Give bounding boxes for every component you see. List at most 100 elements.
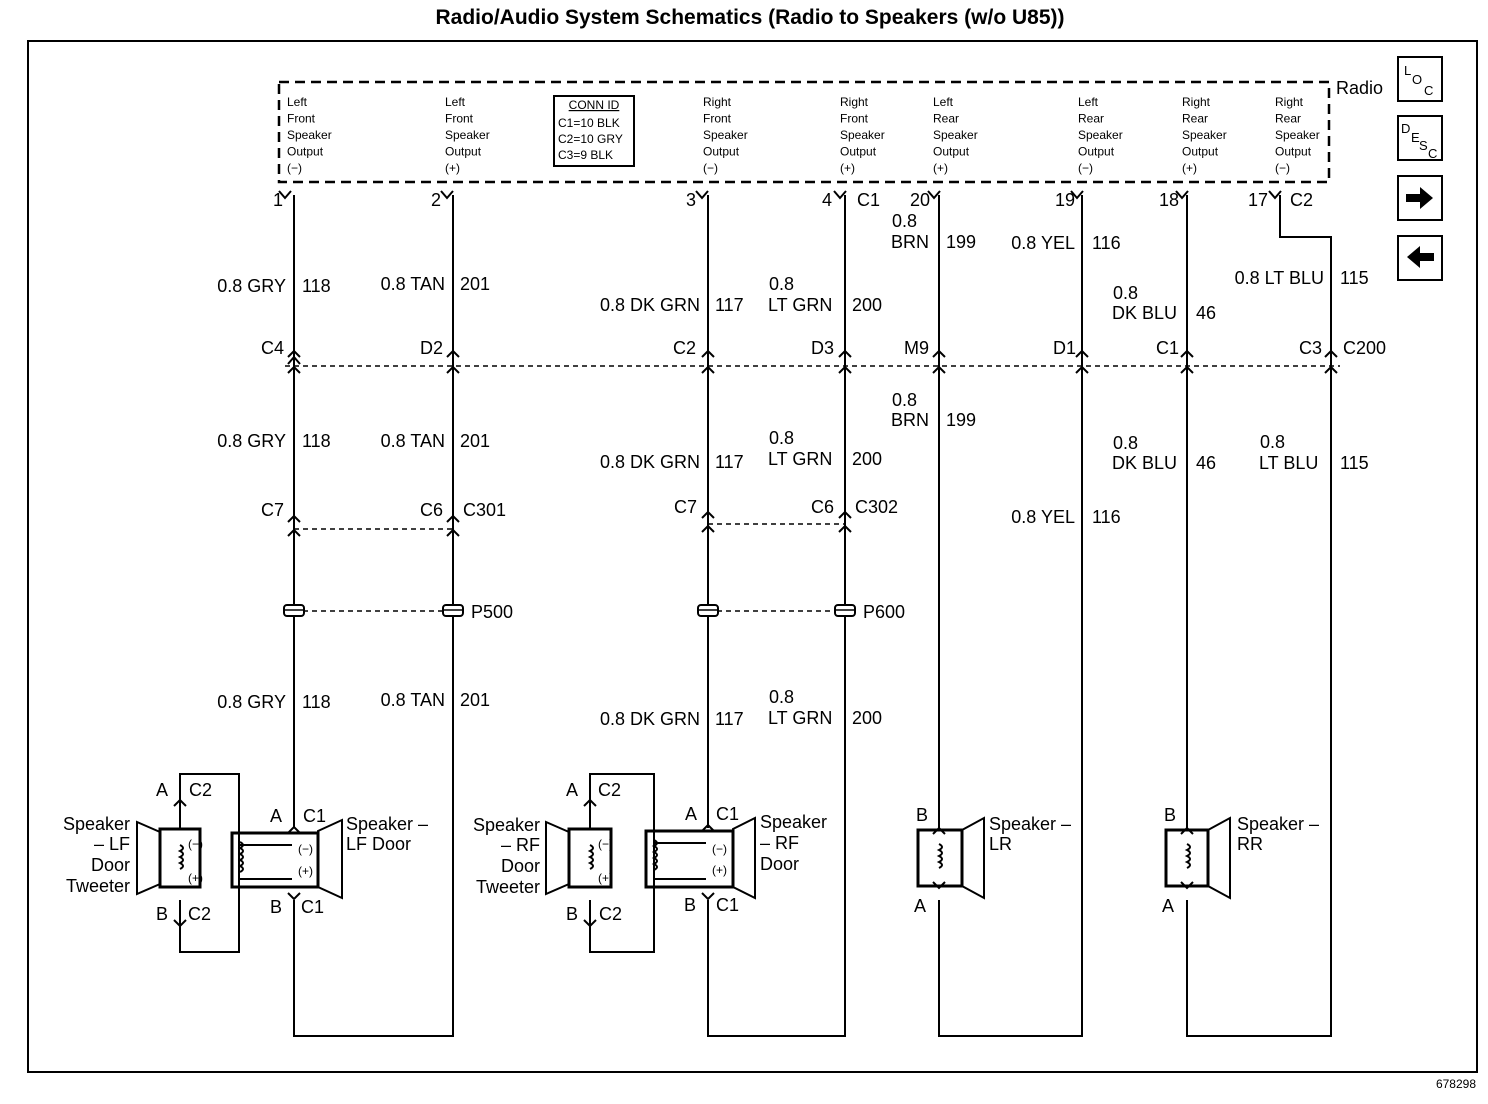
terminal-label: A — [685, 804, 697, 824]
speaker-label: Speaker — [473, 815, 540, 835]
splice-label: P500 — [471, 602, 513, 622]
radio-pin-number: 1 — [273, 190, 283, 210]
circuit-number: 201 — [460, 274, 490, 294]
speaker-lf-tweeter: A C2 B C2 (−) (+) Speaker – LF Door Twee… — [63, 773, 240, 953]
connector-pin: C1 — [1156, 338, 1179, 358]
polarity-minus: (−) — [188, 837, 203, 851]
polarity-minus: (−) — [298, 842, 313, 856]
terminal-label: A — [1162, 896, 1174, 916]
connector-name: C200 — [1343, 338, 1386, 358]
speaker-rf-tweeter: A C2 B C2 (−) (+) Speaker – RF Door Twee… — [473, 773, 655, 953]
terminal-label: A — [914, 896, 926, 916]
speaker-label: Speaker – — [346, 814, 428, 834]
speaker-rr: B A Speaker – RR — [1162, 805, 1319, 916]
radio-pin-number: 3 — [686, 190, 696, 210]
radio-output-label: (+) — [933, 161, 948, 175]
description-icon[interactable]: D E S C — [1397, 115, 1443, 161]
wire-color-label: 0.8 GRY — [217, 276, 286, 296]
speaker-rf-door: A C1 B C1 (−) (+) Speaker – RF Door — [644, 804, 827, 915]
speaker-label: RR — [1237, 834, 1263, 854]
radio-output-label: Speaker — [1182, 128, 1227, 142]
radio-output-label: (+) — [445, 161, 460, 175]
connector-label: C2 — [598, 780, 621, 800]
wire-color-label: LT GRN — [768, 708, 832, 728]
wire-gauge: 0.8 — [769, 428, 794, 448]
radio-output-label: (−) — [1078, 161, 1093, 175]
terminal-label: B — [916, 805, 928, 825]
wire-color-label: 0.8 LT BLU — [1235, 268, 1324, 288]
figure-id: 678298 — [1436, 1077, 1476, 1091]
wire-color-label: 0.8 YEL — [1011, 233, 1075, 253]
radio-output-label: Speaker — [840, 128, 885, 142]
polarity-plus: (+) — [298, 864, 313, 878]
connector-label: C1 — [716, 895, 739, 915]
terminal-label: B — [566, 904, 578, 924]
wire-color-label: BRN — [891, 410, 929, 430]
connector-name: C301 — [463, 500, 506, 520]
connector-pin: C3 — [1299, 338, 1322, 358]
circuit-number: 46 — [1196, 303, 1216, 323]
radio-output-label: Left — [933, 95, 954, 109]
speaker-label: Speaker — [760, 812, 827, 832]
terminal-label: A — [270, 806, 282, 826]
wire-labels-middle: 0.8 GRY 118 0.8 TAN 201 0.8 DK GRN 117 0… — [217, 390, 1368, 527]
splice-p600: P600 — [697, 602, 905, 622]
connector-pin: C2 — [673, 338, 696, 358]
radio-pin-forks — [278, 190, 1282, 199]
wire-color-label: DK BLU — [1112, 453, 1177, 473]
polarity-plus: (+) — [188, 871, 203, 885]
wire-gauge: 0.8 — [892, 211, 917, 231]
radio-connector-c2: C2 — [1290, 190, 1313, 210]
radio-output-label: Front — [703, 112, 732, 126]
radio-output-label: Front — [840, 112, 869, 126]
radio-component: Radio CONN ID C1=10 BLK C2=10 GRY C3=9 B… — [273, 78, 1383, 210]
wire-color-label: 0.8 DK GRN — [600, 295, 700, 315]
radio-output-label: (+) — [840, 161, 855, 175]
connector-pin: D1 — [1053, 338, 1076, 358]
radio-output-label: Speaker — [703, 128, 748, 142]
radio-output-label: Right — [1275, 95, 1304, 109]
speaker-label: LF Door — [346, 834, 411, 854]
circuit-number: 201 — [460, 431, 490, 451]
wire-color-label: 0.8 TAN — [381, 690, 445, 710]
wire-color-label: LT BLU — [1259, 453, 1318, 473]
circuit-number: 118 — [302, 692, 331, 712]
radio-output-label: Output — [703, 145, 740, 159]
speaker-label: Tweeter — [66, 876, 130, 896]
radio-output-label: Right — [703, 95, 732, 109]
radio-output-label: Front — [445, 112, 474, 126]
radio-output-label: Speaker — [1275, 128, 1320, 142]
radio-pin-number: 20 — [910, 190, 930, 210]
nav-icons: L O C D E S C — [1397, 56, 1443, 281]
radio-output-label: Right — [1182, 95, 1211, 109]
terminal-label: B — [156, 904, 168, 924]
circuit-number: 115 — [1340, 268, 1369, 288]
svg-text:D: D — [1401, 121, 1410, 136]
conn-id-row: C1=10 BLK — [558, 116, 620, 130]
radio-output-label: Rear — [1182, 112, 1208, 126]
radio-output-label: Output — [1182, 145, 1219, 159]
polarity-plus: (+) — [598, 871, 613, 885]
previous-arrow-icon[interactable] — [1397, 235, 1443, 281]
circuit-number: 118 — [302, 431, 331, 451]
radio-output-label: Right — [840, 95, 869, 109]
polarity-plus: (+) — [712, 863, 727, 877]
next-arrow-icon[interactable] — [1397, 175, 1443, 221]
wire-color-label: DK BLU — [1112, 303, 1177, 323]
location-icon[interactable]: L O C — [1397, 56, 1443, 102]
circuit-number: 118 — [302, 276, 331, 296]
diagram-frame — [27, 40, 1478, 1073]
wire-labels-upper: 0.8 GRY 118 0.8 TAN 201 0.8 DK GRN 117 0… — [217, 211, 1368, 323]
radio-output-label: (−) — [287, 161, 302, 175]
svg-text:L: L — [1404, 63, 1411, 78]
terminal-label: B — [684, 895, 696, 915]
speaker-lr: B A Speaker – LR — [914, 805, 1071, 916]
speaker-label: – RF — [501, 835, 540, 855]
speaker-label: Door — [501, 856, 540, 876]
connector-pin: C7 — [261, 500, 284, 520]
radio-output-label: Left — [445, 95, 466, 109]
radio-output-label: Speaker — [1078, 128, 1123, 142]
wire-115 — [1186, 195, 1332, 1037]
wire-color-label: 0.8 DK GRN — [600, 709, 700, 729]
